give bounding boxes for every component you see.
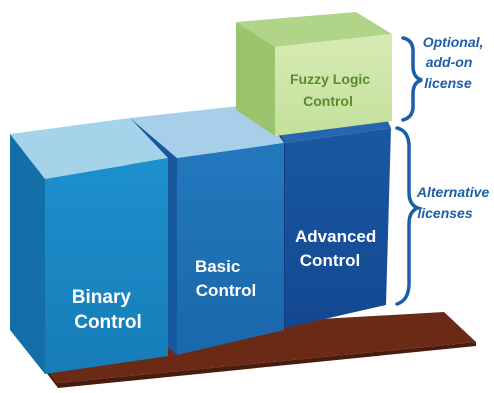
alternative-annotation-line1: Alternative — [416, 184, 490, 200]
fuzzy-label-line1: Fuzzy Logic — [290, 71, 370, 87]
basic-front-face — [177, 143, 284, 355]
binary-label-line2: Control — [74, 312, 142, 333]
basic-label-line1: Basic — [195, 257, 240, 276]
alternative-brace — [395, 126, 424, 306]
basic-top-face — [130, 104, 284, 158]
svg-text:Fuzzy Logic Control: Fuzzy Logic Control — [290, 71, 374, 109]
fuzzy-logic-control-block: Fuzzy Logic Control — [236, 12, 392, 136]
optional-annotation-line3: license — [424, 75, 472, 91]
binary-control-block: Binary Control — [10, 118, 168, 374]
advanced-label-line2: Control — [300, 251, 360, 270]
alternative-annotation-line2: licenses — [417, 205, 472, 221]
binary-label-line1: Binary — [72, 287, 132, 308]
svg-text:Advanced Control: Advanced Control — [295, 227, 381, 270]
svg-text:Binary Control: Binary Control — [72, 287, 142, 333]
binary-front-face — [45, 158, 168, 374]
svg-text:Optional, add-on licen: Optional, add-on license — [423, 34, 488, 91]
optional-annotation-line2: add-on — [426, 54, 473, 70]
optional-brace — [401, 36, 423, 122]
optional-annotation-line1: Optional, — [423, 34, 484, 50]
advanced-control-block: Advanced Control — [268, 102, 391, 328]
binary-side-face — [10, 134, 45, 374]
fuzzy-top-face — [236, 12, 392, 47]
fuzzy-side-face — [236, 22, 275, 136]
advanced-front-face — [285, 128, 391, 328]
advanced-label-line1: Advanced — [295, 227, 376, 246]
fuzzy-front-face — [275, 34, 392, 136]
svg-text:Basic Control: Basic Control — [195, 257, 256, 300]
binary-top-face — [10, 118, 168, 179]
fuzzy-label-line2: Control — [303, 93, 353, 109]
svg-text:Alternative licenses: Alternative licenses — [416, 184, 493, 221]
basic-label-line2: Control — [196, 281, 256, 300]
